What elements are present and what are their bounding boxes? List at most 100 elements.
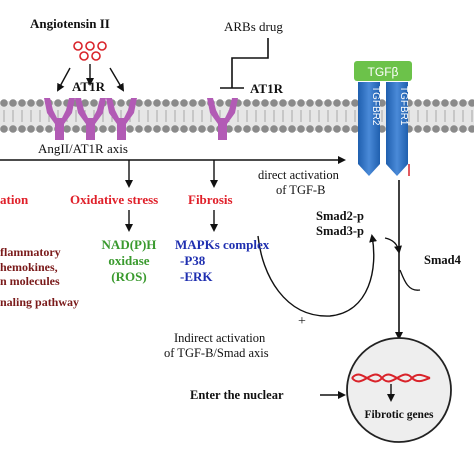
smad3-label: Smad3-p <box>316 224 364 238</box>
phospholipid-head <box>351 125 359 133</box>
phospholipid-head <box>198 125 206 133</box>
arbs-drug-label: ARBs drug <box>224 19 283 34</box>
phospholipid-head <box>45 125 53 133</box>
ligand-circle <box>97 41 107 51</box>
tgfb-ligand <box>354 61 412 81</box>
phospholipid-head <box>135 125 143 133</box>
phospholipid-head <box>189 125 197 133</box>
phospholipid-head <box>171 125 179 133</box>
phospholipid-head <box>63 125 71 133</box>
phospholipid-head <box>18 99 26 107</box>
phospholipid-head <box>171 99 179 107</box>
oxidase-label: oxidase <box>108 253 149 268</box>
phospholipid-head <box>162 99 170 107</box>
phospholipid-head <box>0 125 8 133</box>
phospholipid-head <box>18 125 26 133</box>
phospholipid-head <box>297 99 305 107</box>
tgfb-label: TGFβ <box>368 65 399 79</box>
tgfbr2-label: TGFBR2 <box>370 86 381 126</box>
phospholipid-head <box>306 99 314 107</box>
phospholipid-head <box>333 125 341 133</box>
phospholipid-head <box>279 99 287 107</box>
nucleus <box>346 337 452 443</box>
phospholipid-head <box>378 125 386 133</box>
phospholipid-head <box>90 99 98 107</box>
phospholipid-head <box>441 99 449 107</box>
enter-nuclear-label: Enter the nuclear <box>190 388 284 402</box>
indirect-loop <box>257 234 378 317</box>
phospholipid-head <box>270 125 278 133</box>
ligand-circle <box>79 51 89 61</box>
tgfbr1-label: TGFBR1 <box>398 86 409 126</box>
phospholipid-head <box>252 125 260 133</box>
direct-activation-line2: of TGF-B <box>276 183 325 197</box>
arrow-to-receptor-left <box>57 67 71 92</box>
smad4-curve <box>399 269 421 291</box>
phospholipid-head <box>153 99 161 107</box>
phospholipid-head <box>72 125 80 133</box>
phospholipid-head <box>450 99 458 107</box>
phospholipid-head <box>189 99 197 107</box>
phospholipid-head <box>252 99 260 107</box>
phospholipid-head <box>270 99 278 107</box>
phospholipid-head <box>54 99 62 107</box>
phospholipid-head <box>288 125 296 133</box>
phospholipid-head <box>153 125 161 133</box>
phospholipid-head <box>27 125 35 133</box>
arbs-inhibition <box>220 38 269 89</box>
phospholipid-head <box>198 99 206 107</box>
phospholipid-head <box>315 99 323 107</box>
phospholipid-head <box>117 99 125 107</box>
smad4-label: Smad4 <box>424 253 462 267</box>
inflammation-item: hemokines, <box>0 260 58 274</box>
phospholipid-head <box>414 125 422 133</box>
phospholipid-head <box>216 99 224 107</box>
erk-label: -ERK <box>180 269 213 284</box>
phospholipid-head <box>99 125 107 133</box>
phospholipid-head <box>9 99 17 107</box>
phospholipid-head <box>468 99 474 107</box>
dna-strand <box>351 373 431 383</box>
axis-label: AngII/AT1R axis <box>38 141 128 156</box>
inflammation-item: naling pathway <box>0 295 79 309</box>
phospholipid-head <box>144 125 152 133</box>
phospholipid-head <box>81 99 89 107</box>
phospholipid-head <box>234 125 242 133</box>
tgfbr1-receptor <box>386 82 408 176</box>
phospholipid-head <box>342 125 350 133</box>
phospholipid-head <box>423 125 431 133</box>
at1r-label-right: AT1R <box>250 81 284 96</box>
phospholipid-head <box>441 125 449 133</box>
at1r-receptor <box>75 98 106 140</box>
phospholipid-head <box>9 125 17 133</box>
at1r-receptor <box>106 98 137 140</box>
down-arrows <box>125 160 218 188</box>
phospholipid-head <box>243 125 251 133</box>
phospholipid-head <box>297 125 305 133</box>
ligand-circle <box>91 51 101 61</box>
phospholipid-head <box>324 125 332 133</box>
smad2-label: Smad2-p <box>316 209 364 223</box>
direct-activation-line1: direct activation <box>258 168 340 182</box>
inflammation-item: n molecules <box>0 274 60 288</box>
phospholipid-head <box>342 99 350 107</box>
phospholipid-head <box>207 125 215 133</box>
phospholipid-head <box>243 99 251 107</box>
mapk-label: MAPKs complex <box>175 237 270 252</box>
plus-sign: + <box>298 314 306 329</box>
ligand-circle <box>73 41 83 51</box>
inflammation-heading: ation <box>0 192 29 207</box>
fibrotic-genes-label: Fibrotic genes <box>364 409 434 421</box>
nadph-label: NAD(P)H <box>102 237 157 252</box>
phospholipid-head <box>414 99 422 107</box>
phospholipid-head <box>162 125 170 133</box>
phospholipid-head <box>378 99 386 107</box>
phospholipid-head <box>459 125 467 133</box>
tgfbr2-receptor <box>358 82 380 176</box>
at1r-receptor <box>44 98 75 140</box>
phospholipid-head <box>351 99 359 107</box>
phospholipid-head <box>432 99 440 107</box>
phospholipid-head <box>468 125 474 133</box>
phospholipid-head <box>432 125 440 133</box>
